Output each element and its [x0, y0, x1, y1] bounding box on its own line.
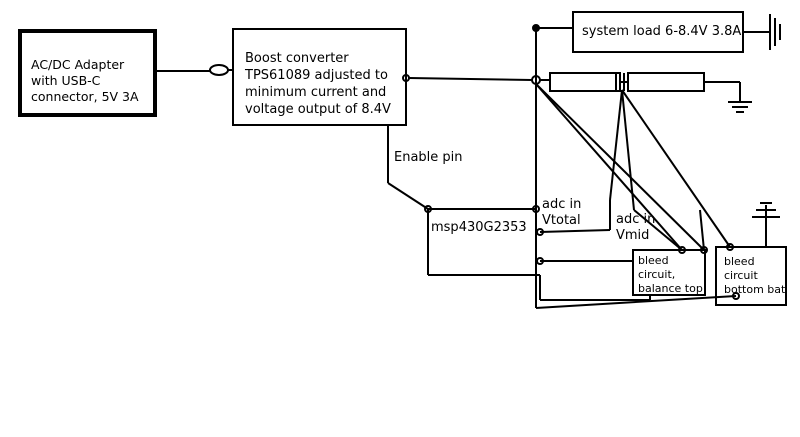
adapter-box	[18, 29, 157, 117]
enable-pin-label: Enable pin	[394, 150, 463, 165]
bleed-top-box	[632, 249, 706, 296]
bleed-bottom-box	[715, 246, 787, 306]
boost-output-wire	[408, 77, 533, 81]
bleed-top-wire	[535, 83, 683, 251]
mcu-label: msp430G2353	[431, 220, 527, 235]
usb-connector	[209, 64, 229, 76]
boost-converter-label: Boost converter TPS61089 adjusted to min…	[245, 51, 391, 117]
bleed-bottom-label: bleed circuit bottom bat	[724, 255, 786, 296]
adc-vtotal-label: adc in Vtotal	[542, 197, 582, 228]
system-load-label: system load 6-8.4V 3.8A	[582, 24, 742, 39]
adapter-label: AC/DC Adapter with USB-C connector, 5V 3…	[31, 57, 139, 104]
adc-vmid-label: adc in Vmid	[616, 212, 656, 243]
boost-box	[232, 28, 407, 126]
bleed-bottom-wire	[621, 89, 731, 248]
enable-wire	[387, 182, 429, 210]
battery-cell-bottom	[627, 72, 705, 92]
battery-cell-top	[549, 72, 621, 92]
bleed-top-label: bleed circuit, balance top	[638, 254, 703, 295]
